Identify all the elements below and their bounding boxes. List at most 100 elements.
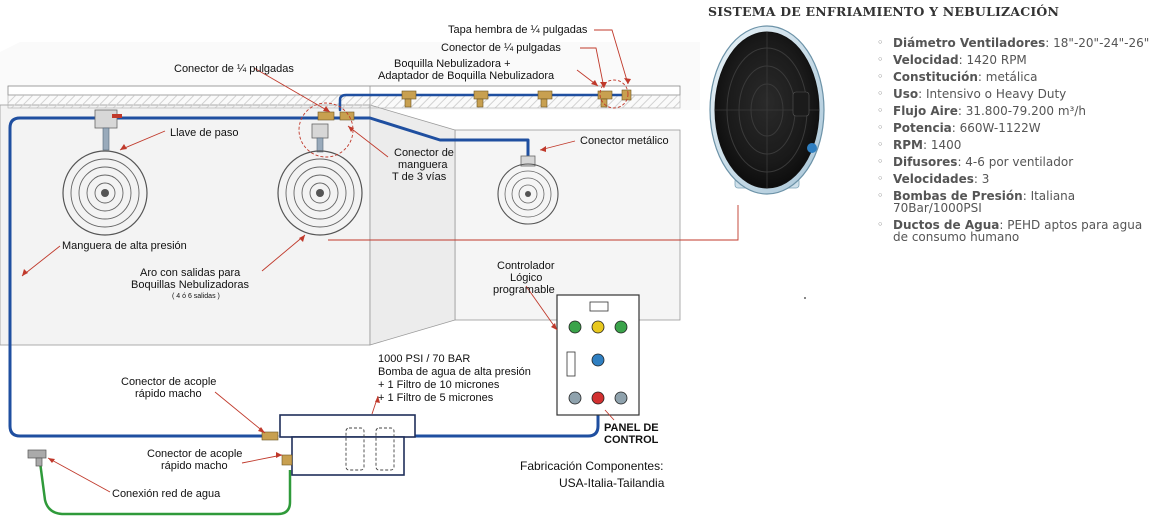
water-tap xyxy=(27,449,47,467)
label-fabricacion-2: USA-Italia-Tailandia xyxy=(559,476,665,490)
label-conector-cuarto-left: Conector de ¼ pulgadas xyxy=(174,63,294,75)
indicator-light-green xyxy=(614,320,628,334)
spec-key: Ductos de Agua xyxy=(893,218,1000,232)
fan-hub xyxy=(316,189,324,197)
indicator-light-yellow xyxy=(591,320,605,334)
leader-line xyxy=(604,409,615,421)
spec-item: ◦Difusores: 4-6 por ventilador xyxy=(877,155,1157,169)
label-bomba-2: Bomba de agua de alta presión xyxy=(378,366,531,378)
label-acople-lower-1: Conector de acople xyxy=(147,448,242,460)
ceiling-hatch xyxy=(7,94,681,109)
t-connector-icon xyxy=(404,98,412,108)
fan-guard-ring xyxy=(293,166,347,220)
bullet-icon: ◦ xyxy=(877,87,884,100)
fan-guard-ring xyxy=(78,166,132,220)
label-acople-upper-2: rápido macho xyxy=(135,388,202,400)
button-red xyxy=(591,391,605,405)
indicator-light-green xyxy=(568,320,582,334)
spec-value: 1420 RPM xyxy=(966,53,1027,67)
label-boquilla-2: Adaptador de Boquilla Nebulizadora xyxy=(378,70,555,82)
spec-item: ◦Uso: Intensivo o Heavy Duty xyxy=(877,87,1157,101)
fan-guard-icon xyxy=(497,163,559,225)
leader-line xyxy=(47,457,111,493)
plc-display-icon xyxy=(589,301,609,312)
hose-to-pump xyxy=(408,413,600,438)
label-bomba-3: + 1 Filtro de 10 micrones xyxy=(378,379,500,391)
drop-pipe xyxy=(316,137,324,153)
label-acople-upper-1: Conector de acople xyxy=(121,376,216,388)
fan-hub xyxy=(101,189,109,197)
bullet-icon: ◦ xyxy=(877,155,884,168)
spec-separator: : xyxy=(999,218,1008,232)
metal-connector-icon xyxy=(520,155,536,167)
bullet-icon: ◦ xyxy=(877,138,884,151)
spec-separator: : xyxy=(957,155,966,169)
label-tapa-hembra: Tapa hembra de ¼ pulgadas xyxy=(448,24,588,36)
spec-key: Uso xyxy=(893,87,919,101)
end-cap-icon xyxy=(621,89,632,101)
selector-switch-icon xyxy=(566,351,576,377)
spec-key: Constitución xyxy=(893,70,978,84)
spec-key: Velocidades xyxy=(893,172,974,186)
spec-value: 18"-20"-24"-26" xyxy=(1053,36,1150,50)
spec-separator: : xyxy=(977,70,986,84)
ceiling-beam xyxy=(7,85,681,96)
spec-value: 3 xyxy=(981,172,990,186)
fan-assembly-right xyxy=(497,155,559,225)
spec-value: 1400 xyxy=(930,138,962,152)
label-boquilla-1: Boquilla Nebulizadora + xyxy=(394,58,511,70)
t-connector-icon xyxy=(401,90,417,100)
spec-separator: : xyxy=(973,172,982,186)
fan-photo-leader xyxy=(328,205,739,241)
label-llave-paso: Llave de paso xyxy=(170,127,239,139)
spec-item: ◦Velocidades: 3 xyxy=(877,172,1157,186)
leader-line xyxy=(261,234,306,272)
t-connector-icon xyxy=(311,123,329,139)
fan-guard-ring xyxy=(86,174,124,212)
fan-guard-ring xyxy=(309,182,331,204)
spec-separator: : xyxy=(1022,189,1031,203)
label-bomba-1: 1000 PSI / 70 BAR xyxy=(378,353,470,365)
tap-icon xyxy=(27,449,47,459)
leader-line xyxy=(347,125,389,158)
spec-item: ◦ Constitución: metálica xyxy=(877,70,1157,84)
label-conector-metalico: Conector metálico xyxy=(580,135,669,147)
fan-guard-ring xyxy=(285,158,355,228)
ceiling-hose xyxy=(338,93,627,112)
spec-value: 660W-1122W xyxy=(959,121,1041,135)
fan-guard-ring xyxy=(518,184,538,204)
spec-item: ◦Ductos de Agua: PEHD aptos para agua de… xyxy=(877,218,1157,244)
valve-handle-icon xyxy=(112,114,122,118)
spec-key: Potencia xyxy=(893,121,952,135)
spec-separator: : xyxy=(918,87,926,101)
t-connector-icon xyxy=(339,111,355,121)
spec-value: Italiana 70Bar/1000PSI xyxy=(893,189,1076,215)
indicator-light-blue xyxy=(591,353,605,367)
spec-key: Difusores xyxy=(893,155,958,169)
label-controlador-2: Lógico xyxy=(510,272,542,284)
spec-value: metálica xyxy=(985,70,1038,84)
leader-line xyxy=(594,29,629,85)
pump-lid xyxy=(279,414,416,438)
spec-key: Flujo Aire xyxy=(893,104,958,118)
label-conector-manguera-1: Conector de xyxy=(394,147,454,159)
label-panel-1: PANEL DE xyxy=(604,422,659,434)
label-controlador-1: Controlador xyxy=(497,260,555,272)
button-grey xyxy=(614,391,628,405)
bullet-icon: ◦ xyxy=(877,189,884,202)
fan-assembly-middle xyxy=(277,123,363,236)
valve-icon xyxy=(94,109,118,129)
right-wall xyxy=(454,129,681,321)
high-pressure-hose-main xyxy=(8,116,530,438)
spec-item: ◦Flujo Aire: 31.800-79.200 m³/h xyxy=(877,104,1157,118)
filter-icon xyxy=(375,427,395,471)
industrial-fan-illustration xyxy=(709,25,825,195)
bullet-icon: ◦ xyxy=(877,218,884,231)
fan-guard-icon xyxy=(62,150,148,236)
spec-key: Diámetro Ventiladores xyxy=(893,36,1046,50)
t-connector-icon xyxy=(476,98,484,108)
t-connector-icon xyxy=(537,90,553,100)
quick-coupler-icon xyxy=(281,454,293,466)
water-supply-hose xyxy=(38,461,292,516)
bullet-icon: ◦ xyxy=(877,70,884,83)
